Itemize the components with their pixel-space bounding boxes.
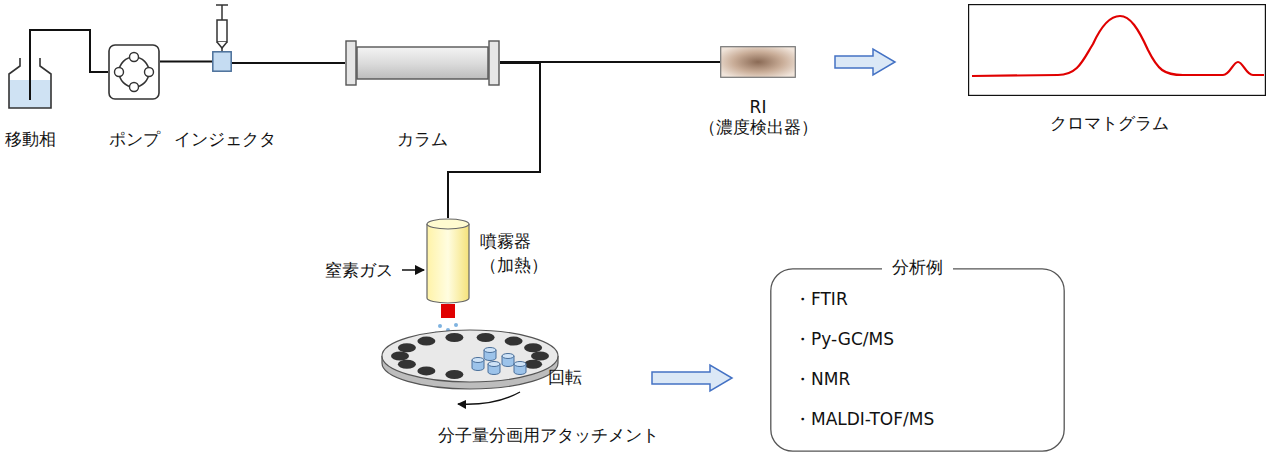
rect-shape [771, 269, 1064, 451]
circle-shape [115, 68, 124, 77]
ellipse-shape [524, 360, 542, 369]
tubing-line [232, 62, 345, 64]
ellipse-shape [505, 337, 523, 346]
syringe [216, 5, 228, 52]
rect-shape [357, 47, 488, 79]
pump-icon-outline [108, 44, 160, 100]
node-label: 移動相 [5, 128, 56, 150]
ellipse-shape [488, 362, 500, 367]
node-sublabel: ・MALDI-TOF/MS [794, 408, 934, 430]
ellipse-shape [445, 370, 463, 379]
node-label: RI [750, 96, 767, 118]
node-label: 分析例 [882, 256, 953, 278]
path-shape [972, 16, 1264, 76]
node-label: クロマトグラム [1050, 112, 1169, 134]
ellipse-shape [472, 358, 484, 363]
rect-shape [969, 5, 1266, 96]
ellipse-shape [445, 333, 463, 342]
ellipse-shape [514, 362, 526, 367]
tubing-line [30, 30, 108, 72]
nozzle [441, 304, 455, 318]
circle-shape [145, 68, 154, 77]
gas-label: 窒素ガス [325, 259, 393, 281]
node-sublabel: ・NMR [794, 368, 850, 390]
node-label: 噴霧器 [480, 230, 531, 252]
rect-shape [213, 52, 231, 71]
rotation-arrow [458, 392, 520, 404]
pump-icon: ポンプ [108, 44, 160, 100]
flow-arrow [652, 365, 732, 391]
ellipse-shape [502, 354, 514, 359]
circle-shape [130, 83, 139, 92]
chromatogram-box-outline [968, 4, 1266, 96]
path-shape [427, 224, 469, 303]
node-sublabel: ・Py-GC/MS [794, 328, 894, 350]
solvent-bottle-outline [6, 50, 54, 110]
node-sublabel: ・FTIR [794, 288, 848, 310]
detector-box: RI（濃度検出器） [720, 46, 796, 78]
chromatogram-box: クロマトグラム [968, 4, 1266, 96]
ellipse-shape [417, 337, 435, 346]
ellipse-shape [524, 343, 542, 352]
rect-shape [109, 45, 159, 99]
analysis-box: 分析例・FTIR・Py-GC/MS・NMR・MALDI-TOF/MS [770, 268, 1065, 452]
flow-arrow [835, 49, 895, 75]
ellipse-shape [417, 366, 435, 375]
line-shape [29, 50, 31, 100]
injector-box-outline [212, 51, 232, 72]
detector-box-outline [720, 46, 796, 78]
rect-shape [721, 47, 796, 78]
ellipse-shape [382, 330, 558, 382]
ellipse-shape [391, 352, 409, 361]
node-label: ポンプ [109, 128, 160, 150]
node-label: インジェクタ [174, 128, 276, 150]
rotation-label: 回転 [548, 366, 582, 388]
nebulizer-outline [426, 218, 470, 304]
node-label: 分子量分画用アタッチメント [438, 424, 659, 446]
node-sublabel: （加熱） [480, 254, 548, 276]
ellipse-shape [427, 219, 469, 229]
ellipse-shape [531, 352, 549, 361]
tubing-line [448, 63, 540, 218]
gas-arrow [402, 269, 424, 271]
injector-box: インジェクタ [212, 51, 232, 72]
rect-shape [489, 41, 499, 85]
ellipse-shape [398, 360, 416, 369]
column: カラム [345, 40, 500, 86]
tubing-line [160, 61, 212, 63]
nebulizer: 噴霧器（加熱） [426, 218, 470, 304]
column-outline [345, 40, 500, 86]
bottle-drawing [9, 50, 51, 108]
ellipse-shape [398, 343, 416, 352]
node-sublabel: （濃度検出器） [699, 116, 818, 138]
fraction-plate-outline [380, 318, 560, 398]
circle-shape [130, 53, 139, 62]
solvent-bottle: 移動相 [6, 50, 54, 110]
node-label: カラム [397, 128, 448, 150]
rect-shape [346, 41, 356, 85]
fraction-plate: 分子量分画用アタッチメント [380, 318, 560, 398]
ellipse-shape [477, 333, 495, 342]
ellipse-shape [484, 348, 496, 353]
